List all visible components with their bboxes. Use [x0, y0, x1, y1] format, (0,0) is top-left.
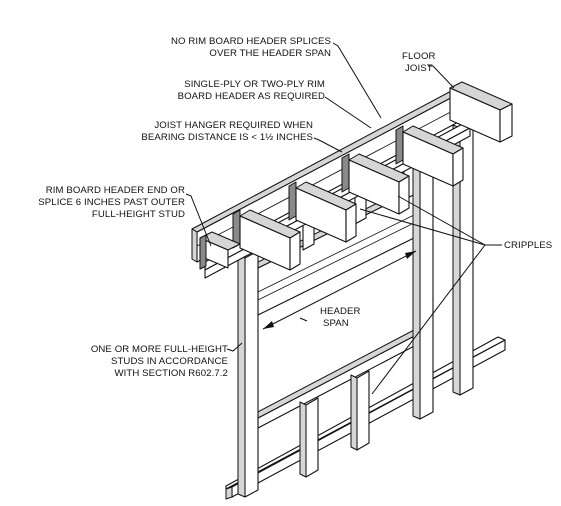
leader-lines — [185, 42, 502, 395]
label-floor-joist-line2: JOIST — [405, 63, 433, 74]
label-hanger-line1: JOIST HANGER REQUIRED WHEN — [154, 120, 313, 131]
label-header-end-line3: FULL-HEIGHT STUD — [92, 209, 185, 220]
label-studs-line2: STUDS IN ACCORDANCE — [111, 356, 228, 367]
label-studs: ONE OR MORE FULL-HEIGHT STUDS IN ACCORDA… — [91, 344, 228, 379]
label-ply-line1: SINGLE-PLY OR TWO-PLY RIM — [184, 79, 325, 90]
joist-hangers — [232, 125, 404, 249]
label-header-end-line1: RIM BOARD HEADER END OR — [46, 185, 185, 196]
label-ply: SINGLE-PLY OR TWO-PLY RIM BOARD HEADER A… — [178, 79, 325, 102]
label-ply-line2: BOARD HEADER AS REQUIRED — [178, 91, 325, 102]
label-hanger: JOIST HANGER REQUIRED WHEN BEARING DISTA… — [141, 120, 313, 143]
label-hanger-line2: BEARING DISTANCE IS < 1½ INCHES — [141, 132, 313, 143]
label-no-splices: NO RIM BOARD HEADER SPLICES OVER THE HEA… — [171, 36, 331, 59]
floor-joists — [199, 81, 513, 271]
label-no-splices-line2: OVER THE HEADER SPAN — [209, 48, 331, 59]
end-block — [199, 234, 207, 270]
label-header-end: RIM BOARD HEADER END OR SPLICE 6 INCHES … — [38, 185, 185, 220]
label-floor-joist-line1: FLOOR — [402, 51, 436, 62]
label-studs-line1: ONE OR MORE FULL-HEIGHT — [91, 344, 228, 355]
label-header-span: HEADER SPAN — [320, 306, 361, 329]
left-full-height-studs — [237, 250, 259, 498]
label-studs-line3: WITH SECTION R602.7.2 — [114, 368, 228, 379]
label-header-end-line2: SPLICE 6 INCHES PAST OUTER — [38, 197, 185, 208]
label-header-span-line1: HEADER — [320, 306, 361, 317]
lower-cripples — [299, 370, 370, 478]
sill-plate — [251, 329, 421, 429]
label-floor-joist: FLOOR JOIST — [402, 51, 436, 74]
label-cripples: CRIPPLES — [504, 240, 552, 251]
label-header-span-line2: SPAN — [323, 318, 349, 329]
label-cripples-text: CRIPPLES — [504, 240, 552, 251]
label-no-splices-line1: NO RIM BOARD HEADER SPLICES — [171, 36, 331, 47]
